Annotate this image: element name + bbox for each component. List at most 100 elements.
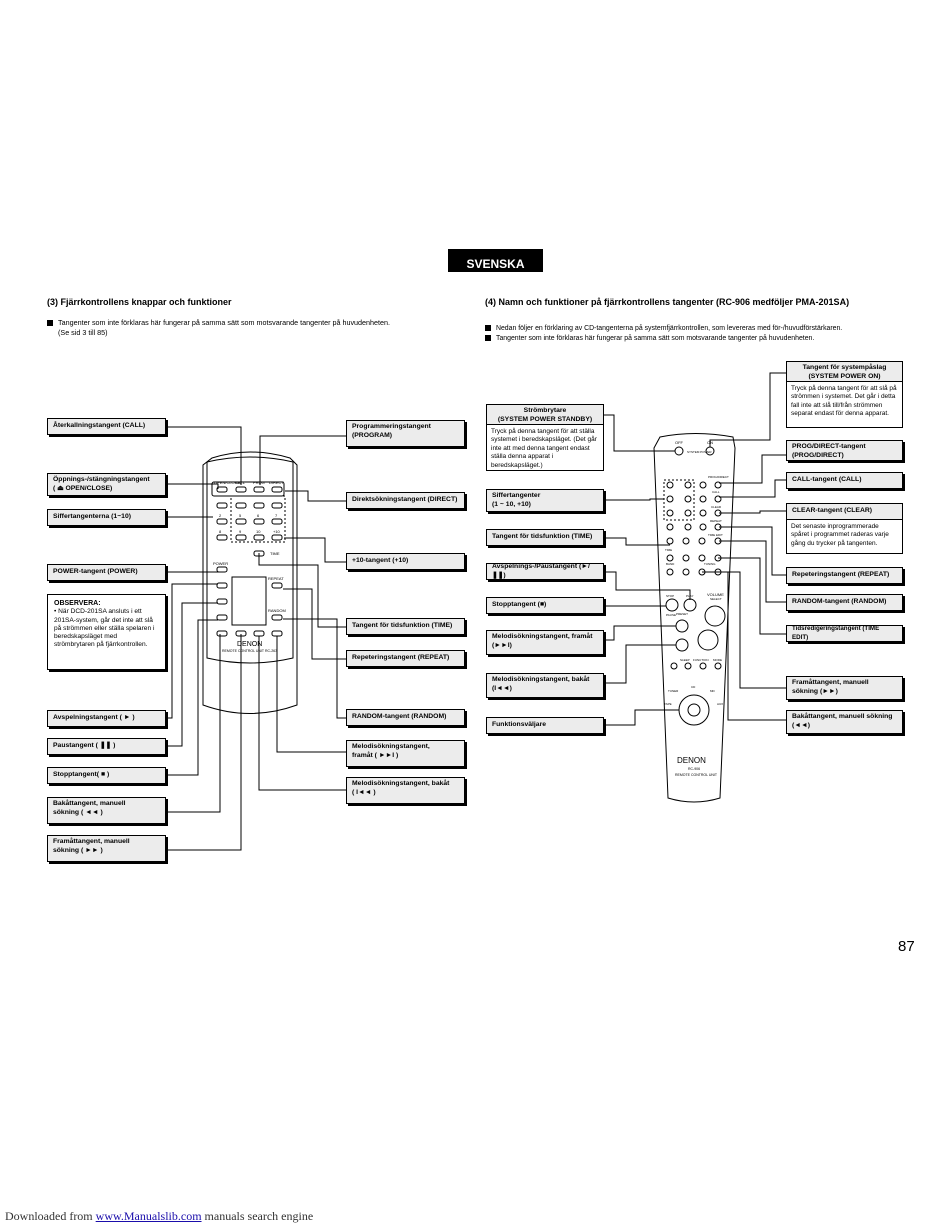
label-random: RANDOM-tangent (RANDOM) — [346, 709, 465, 726]
label-random-right: RANDOM-tangent (RANDOM) — [786, 594, 903, 611]
right-remote-key-play: PLAY — [686, 594, 693, 598]
left-remote-key-10: 10 — [256, 529, 261, 534]
label-prev-track-right: Melodisökningstangent, bakåt(I◄◄) — [486, 673, 604, 698]
right-remote-key-function: FUNCTION — [693, 658, 709, 662]
label-function-selector: Funktionsväljare — [486, 717, 604, 734]
right-remote-key-stop: STOP — [666, 594, 674, 598]
right-remote-key-tuning: TUNING — [704, 562, 716, 566]
desc-clear: Det senaste inprogrammerade spåret i pro… — [786, 520, 903, 554]
right-remote-key-timeedit: TIME EDIT — [708, 533, 723, 537]
right-remote-key-call: CALL — [712, 490, 720, 494]
label-system-power-on: Tangent för systempåslag(SYSTEM POWER ON… — [786, 361, 903, 382]
right-remote-brand: DENON — [677, 756, 706, 765]
left-remote-key-repeat: REPEAT — [268, 576, 284, 581]
right-remote-key-time: TIME — [665, 548, 672, 552]
label-system-power-standby: Strömbrytare(SYSTEM POWER STANDBY) — [486, 404, 604, 425]
manualslib-link[interactable]: www.Manualslib.com — [95, 1209, 202, 1223]
left-remote-outline — [206, 456, 294, 664]
left-remote-digit-block — [230, 495, 286, 543]
left-remote-key-plus10: +10 — [273, 529, 281, 534]
label-rewind-right: Bakåttangent, manuell sökning(◄◄) — [786, 710, 903, 734]
left-remote-key-call: CALL — [235, 480, 246, 485]
label-time-edit: Tidsredigeringstangent (TIME EDIT) — [786, 625, 903, 642]
left-remote-keys — [216, 486, 283, 637]
right-remote-key-system-power: SYSTEM POWER — [687, 450, 712, 454]
right-section-title: (4) Namn och funktioner på fjärrkontroll… — [485, 297, 850, 307]
left-remote-key-time: TIME — [270, 551, 280, 556]
label-digits: Siffertangenterna (1~10) — [47, 509, 166, 526]
right-remote-outline — [653, 433, 736, 803]
observera-box: OBSERVERA: • När DCD-201SA ansluts i ett… — [47, 594, 166, 670]
footer: Downloaded from www.Manualslib.com manua… — [5, 1209, 314, 1223]
left-remote-key-2: 2 — [219, 513, 222, 518]
right-remote-key-pause: PAUSE — [666, 613, 676, 617]
left-remote-model: REMOTE CONTROL UNIT RC-263 — [222, 649, 277, 653]
label-prev-track: Melodisökningstangent, bakåt( I◄◄ ) — [346, 777, 465, 804]
right-remote-key-cd: CD — [691, 685, 696, 689]
label-play-pause: Avspelnings-/Paustangent (►/❚❚) — [486, 563, 604, 580]
right-remote-key-aux: AUX — [717, 702, 723, 706]
bullet-square-icon — [485, 334, 491, 341]
left-remote-key-power: POWER — [213, 561, 228, 566]
left-remote-key-6: 6 — [257, 513, 260, 518]
desc-system-power-on: Tryck på denna tangent för att slå på st… — [786, 382, 903, 428]
left-note: Tangenter som inte förklaras här fungera… — [47, 318, 390, 337]
right-remote-key-mode: MODE — [713, 658, 722, 662]
label-play: Avspelningstangent ( ► ) — [47, 710, 166, 727]
right-remote-key-preset: PRESET — [676, 612, 688, 616]
left-section-title: (3) Fjärrkontrollens knappar och funktio… — [47, 297, 232, 307]
right-remote-key-repeat: REPEAT — [710, 519, 722, 523]
label-stop-right: Stopptangent (■) — [486, 597, 604, 614]
right-remote-key-off: OFF — [675, 440, 684, 445]
label-repeat-right: Repeteringstangent (REPEAT) — [786, 567, 903, 584]
label-direct: Direktsökningstangent (DIRECT) — [346, 492, 465, 509]
right-remote-key-tape: TAPE — [664, 702, 672, 706]
label-time: Tangent för tidsfunktion (TIME) — [346, 618, 465, 635]
right-remote-key-clear: CLEAR — [711, 505, 722, 509]
desc-system-power-standby: Tryck på denna tangent för att ställa sy… — [486, 425, 604, 471]
label-time-right: Tangent för tidsfunktion (TIME) — [486, 529, 604, 546]
label-prog-direct: PROG/DIRECT-tangent(PROG/DIRECT) — [786, 440, 903, 461]
label-call: Återkallningstangent (CALL) — [47, 418, 166, 435]
language-banner: SVENSKA — [448, 249, 543, 272]
left-remote-key-5: 5 — [239, 513, 242, 518]
label-pause: Paustangent ( ❚❚ ) — [47, 738, 166, 755]
label-next-track: Melodisökningstangent,framåt ( ►►I ) — [346, 740, 465, 767]
left-remote-key-9: 9 — [239, 529, 242, 534]
page-number: 87 — [898, 938, 915, 955]
left-remote-key-prog: PROG — [253, 480, 265, 485]
right-remote-keys — [665, 446, 726, 726]
label-open-close: Öppnings-/stängningstangent( ⏏ OPEN/CLOS… — [47, 473, 166, 496]
right-note: Nedan följer en förklaring av CD-tangent… — [485, 324, 842, 343]
bullet-square-icon — [47, 320, 53, 327]
left-remote-key-8: 8 — [219, 529, 222, 534]
bullet-square-icon — [485, 325, 491, 332]
label-stop: Stopptangent( ■ ) — [47, 767, 166, 784]
right-remote-model: RC-906 — [688, 767, 700, 771]
left-remote-key-direct: DIRECT — [269, 480, 284, 485]
left-remote-outline-outer — [202, 451, 298, 714]
right-remote-key-select: SELECT — [710, 597, 722, 601]
label-plus10: +10-tangent (+10) — [346, 553, 465, 570]
left-remote-key-random: RANDOM — [268, 608, 286, 613]
right-remote-key-on: ON — [707, 440, 713, 445]
label-repeat: Repeteringstangent (REPEAT) — [346, 650, 465, 667]
right-remote-sub: REMOTE CONTROL UNIT — [675, 773, 718, 777]
label-program: Programmeringstangent(PROGRAM) — [346, 420, 465, 447]
label-next-track-right: Melodisökningstangent, framåt(►►I) — [486, 630, 604, 655]
left-remote-brand: DENON — [237, 641, 262, 648]
label-digits-right: Siffertangenter(1 ~ 10, +10) — [486, 489, 604, 512]
left-remote-key-7: 7 — [275, 513, 278, 518]
label-clear: CLEAR-tangent (CLEAR) — [786, 503, 903, 520]
right-remote-key-tuner: TUNER — [668, 689, 679, 693]
right-remote-key-volume: VOLUME — [707, 592, 724, 597]
left-remote-key-openclose: OPEN/CLOSE — [214, 480, 240, 485]
right-remote-key-progdirect: PROG/DIRECT — [708, 475, 729, 479]
label-power: POWER-tangent (POWER) — [47, 564, 166, 581]
right-remote-digit-block — [663, 479, 695, 521]
right-remote-key-md: MD — [710, 689, 715, 693]
label-call-right: CALL-tangent (CALL) — [786, 472, 903, 489]
